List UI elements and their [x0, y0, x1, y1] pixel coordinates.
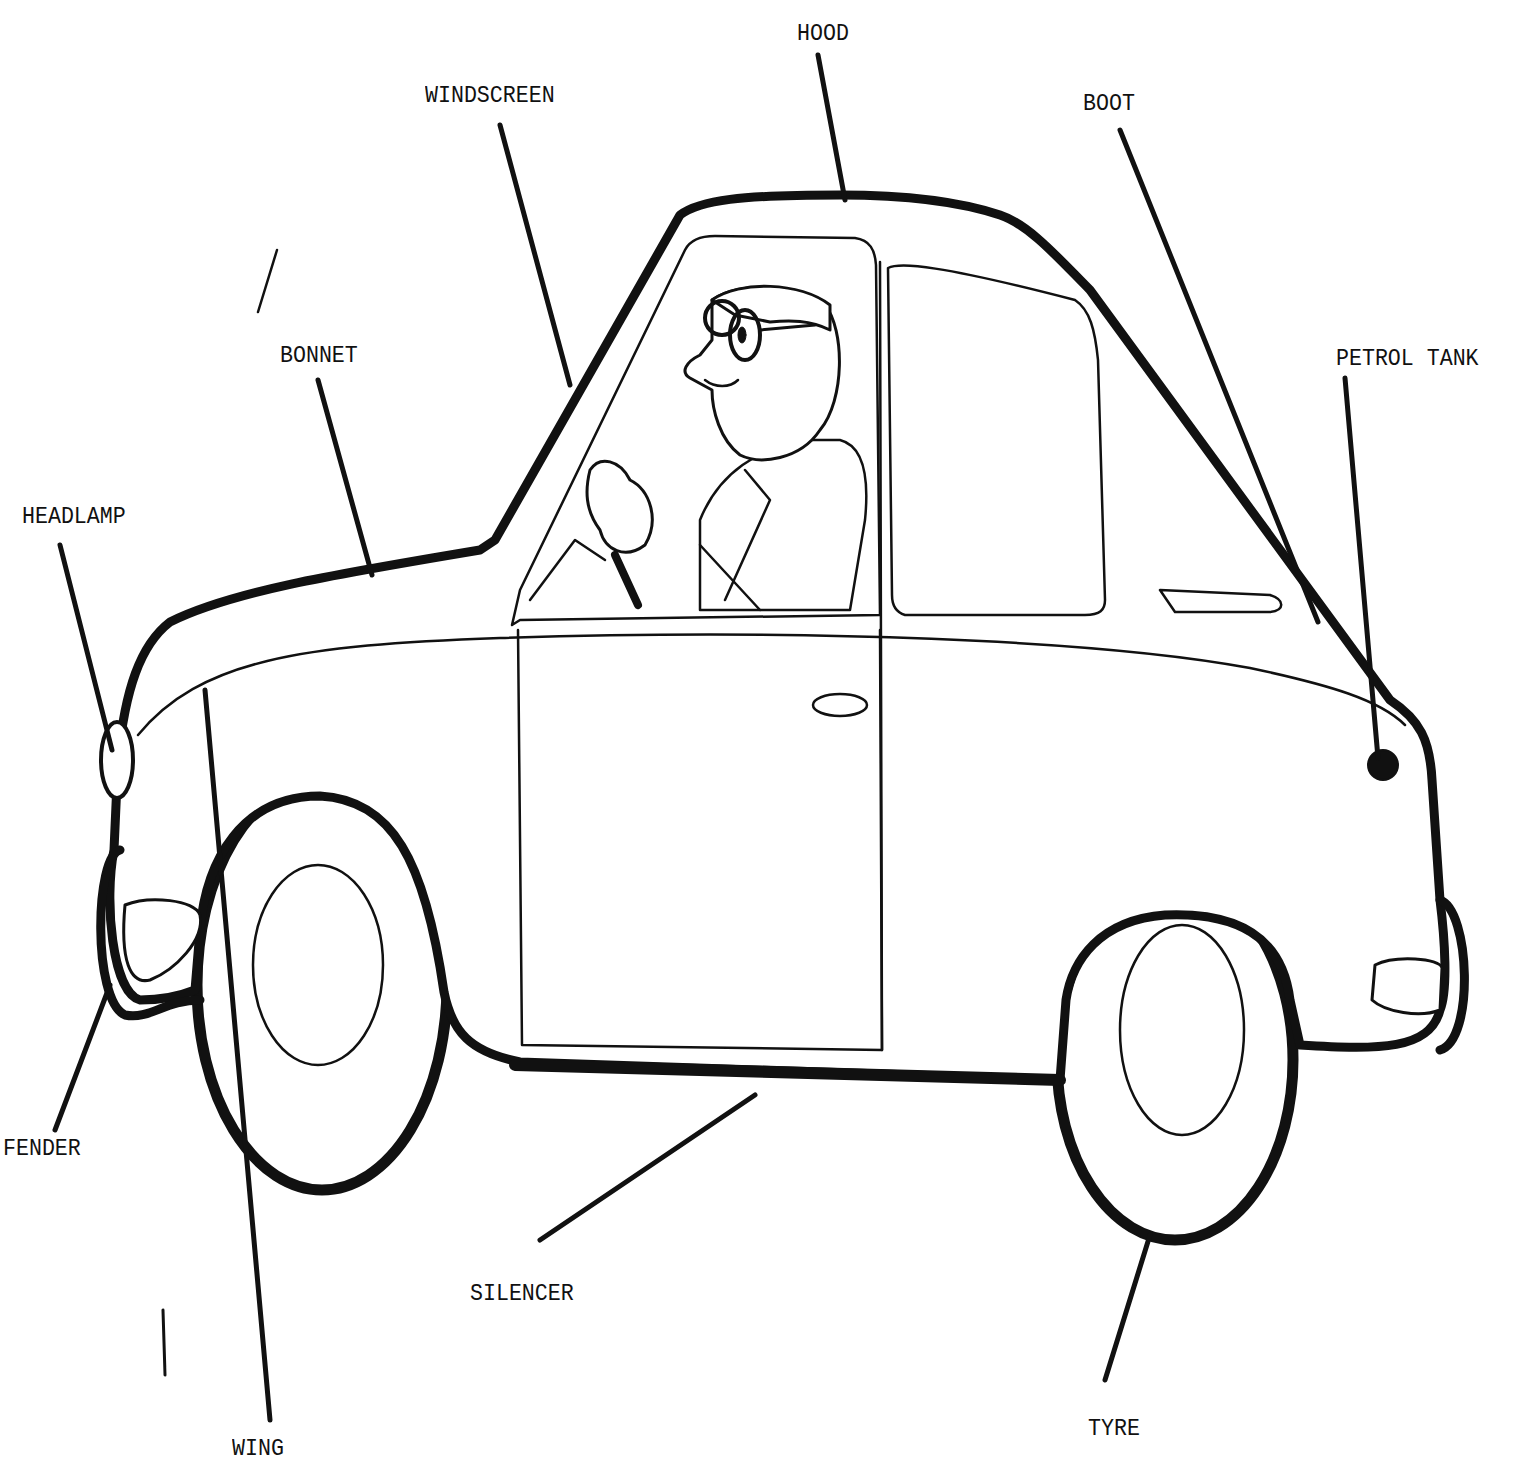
stray-mark [258, 250, 277, 312]
stray-mark [163, 1310, 165, 1375]
sill-line [515, 1065, 1060, 1080]
driver-arm [700, 545, 760, 610]
part-label: WING [232, 1435, 284, 1463]
leader-line [500, 125, 570, 385]
glasses-lens [730, 310, 760, 360]
part-label: HEADLAMP [22, 503, 126, 531]
leader-line [1120, 130, 1318, 622]
front-indicator [124, 900, 201, 981]
door-handle [813, 694, 867, 716]
leader-line [540, 1095, 755, 1240]
leader-line [1345, 378, 1378, 758]
driver-body [700, 440, 866, 610]
belt-line [138, 635, 1405, 735]
rear-side-window [888, 266, 1105, 615]
driver-mouth [705, 380, 738, 386]
car-body [110, 195, 1445, 1080]
leader-line [205, 690, 270, 1420]
leader-line [55, 985, 110, 1130]
leader-line [60, 545, 112, 750]
part-label: WINDSCREEN [425, 82, 555, 110]
rear-rim [1120, 925, 1244, 1135]
front-door [518, 630, 882, 1050]
part-label: FENDER [3, 1135, 81, 1163]
leader-line [818, 55, 845, 200]
front-rim [253, 865, 383, 1065]
leader-line [318, 380, 372, 575]
steering-column [615, 555, 638, 605]
front-window [512, 236, 880, 625]
part-label: PETROL TANK [1336, 345, 1479, 373]
glasses-arm [760, 325, 815, 330]
part-label: BOOT [1083, 90, 1135, 118]
rear-bumper [1440, 900, 1464, 1050]
dashboard [530, 540, 605, 600]
front-bumper [101, 850, 200, 1016]
door-pillar [880, 262, 882, 1050]
part-label: HOOD [797, 20, 849, 48]
part-label: TYRE [1088, 1415, 1140, 1443]
driver-head [685, 287, 839, 459]
rear-lamp [1372, 959, 1442, 1014]
driver-eye [738, 327, 746, 343]
leader-line [1105, 1235, 1150, 1380]
rear-window-edge [1160, 590, 1281, 612]
leader-lines [55, 55, 1378, 1420]
part-label: SILENCER [470, 1280, 574, 1308]
part-label: BONNET [280, 342, 358, 370]
petrol-cap [1368, 750, 1398, 780]
driver-hand [587, 461, 652, 552]
